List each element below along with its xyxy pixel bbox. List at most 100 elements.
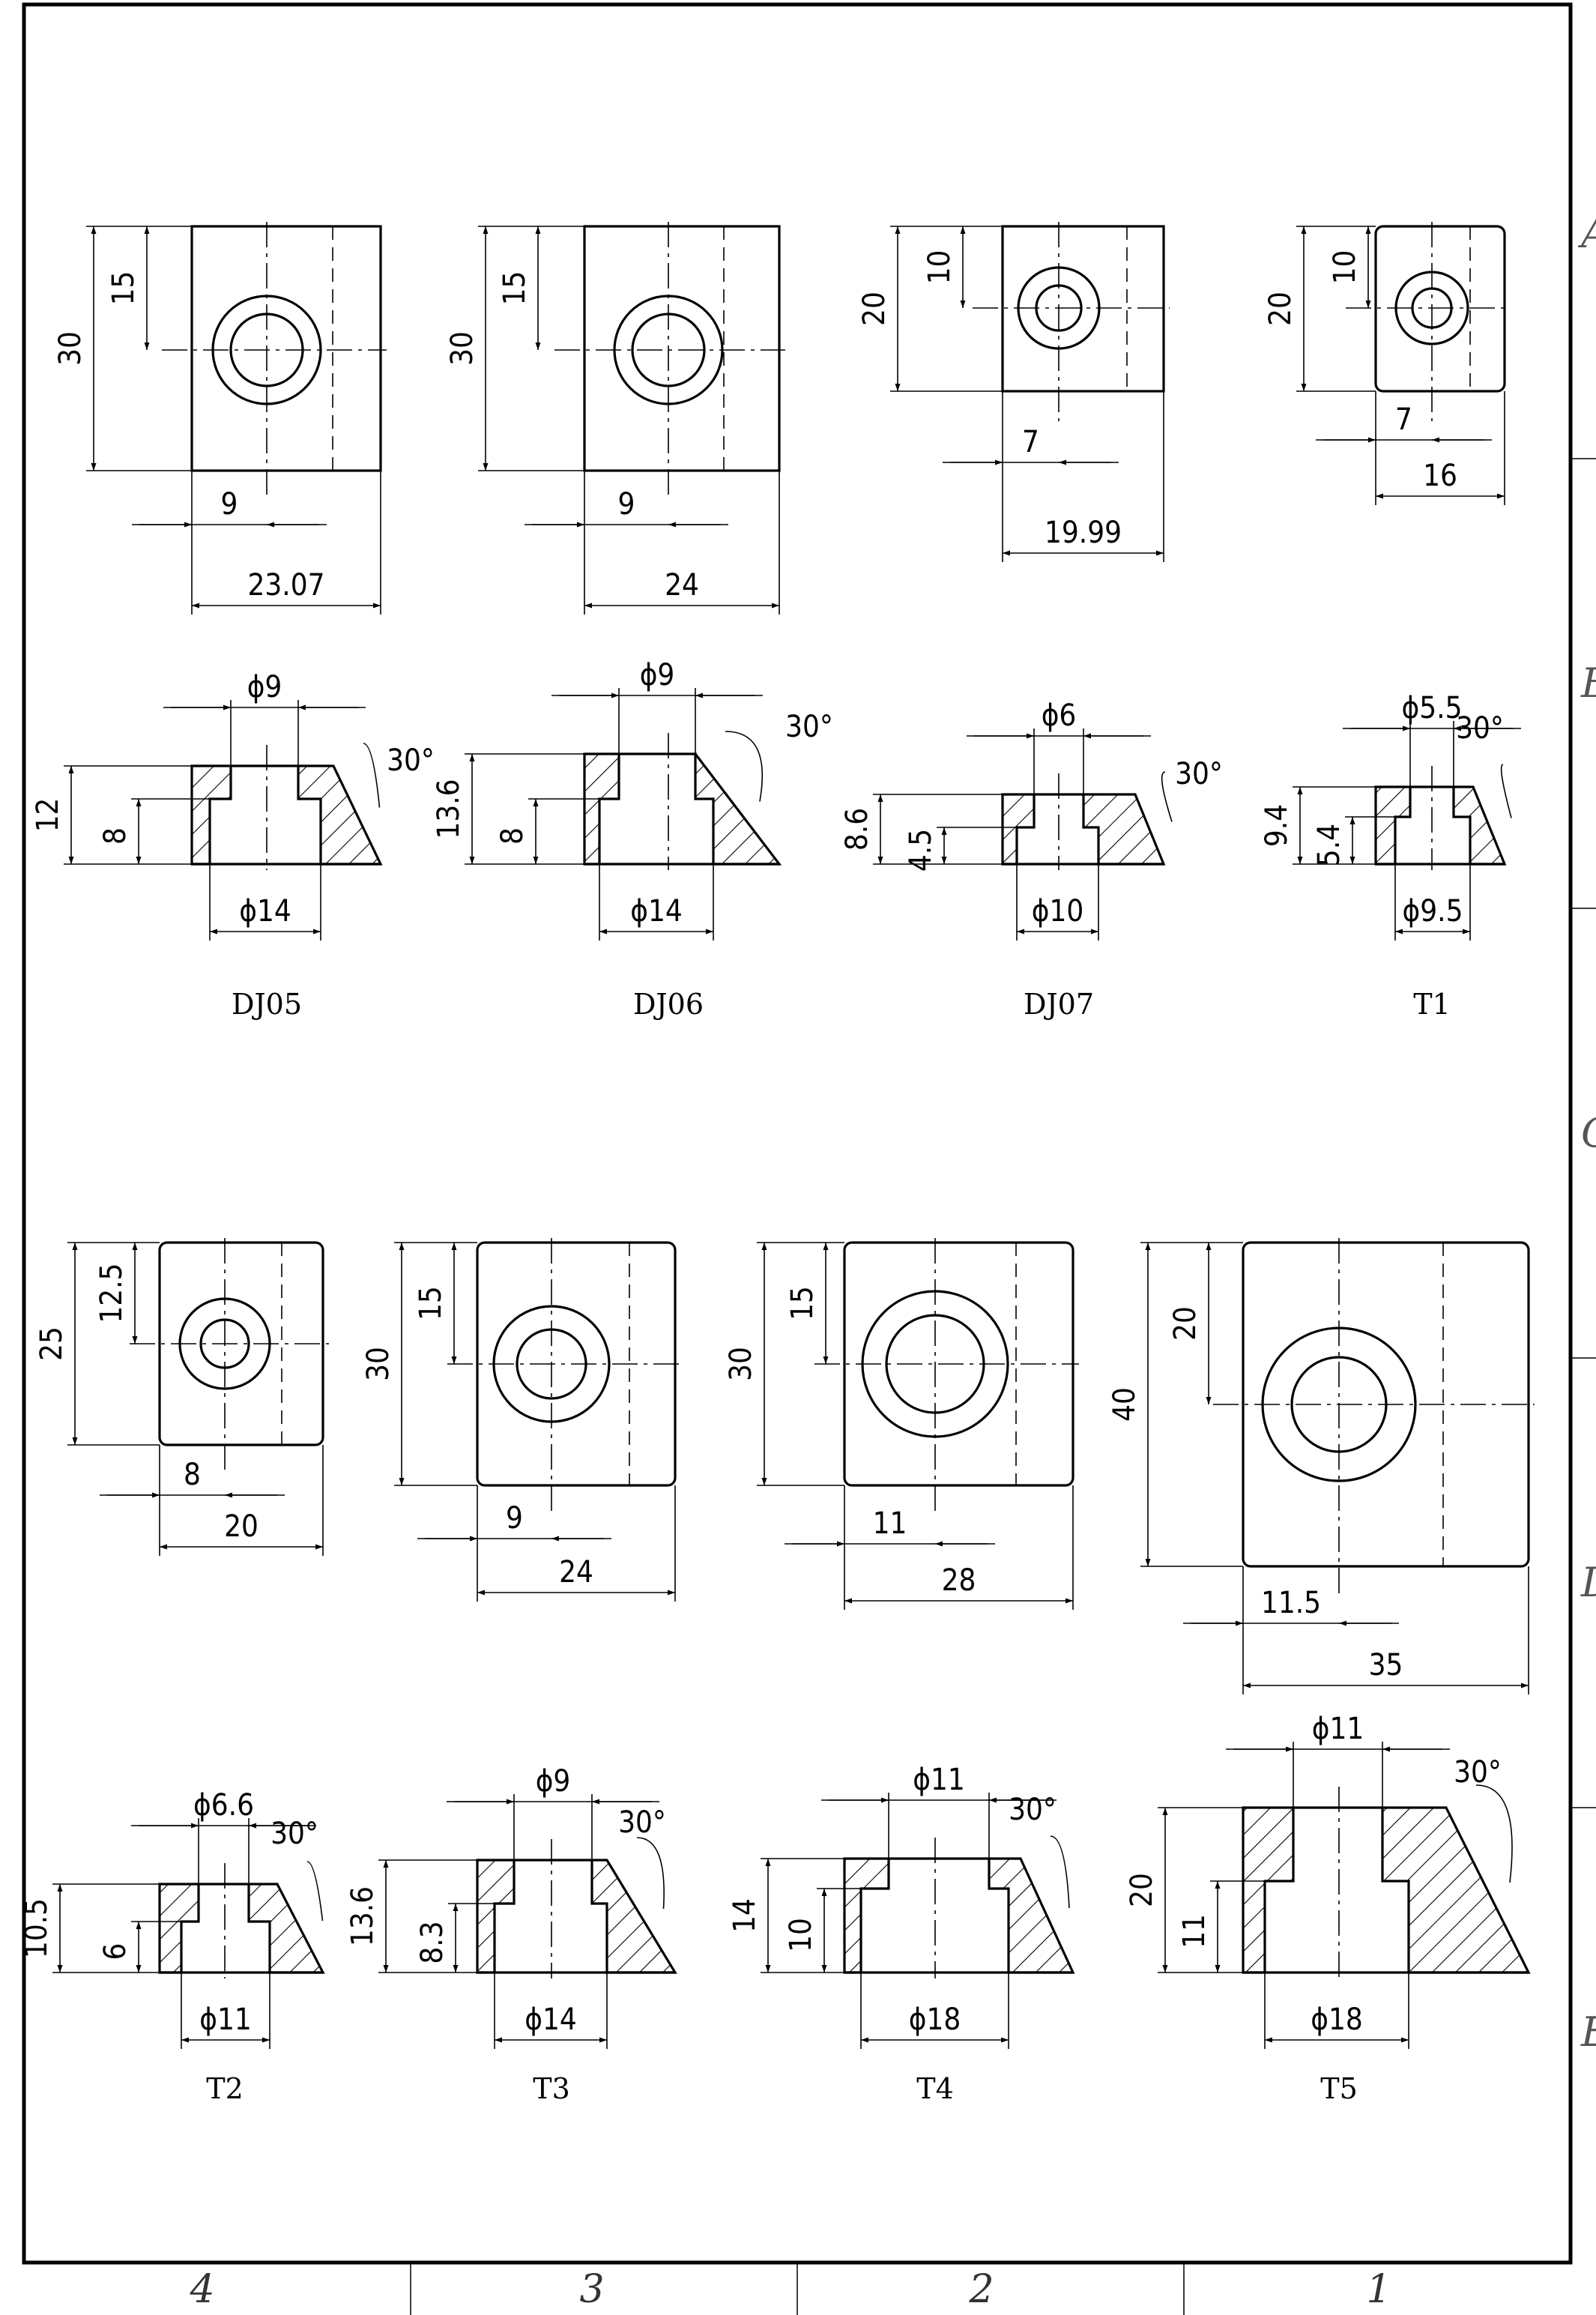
width-dim-text: 19.99 <box>1045 516 1122 550</box>
row-mark-b: B <box>1580 660 1596 707</box>
hole-x-dim-text: 9 <box>618 487 635 522</box>
angle-arc <box>1161 771 1173 822</box>
hole-x-dim-text: 9 <box>506 1501 523 1536</box>
top-dia-dim-text: ϕ11 <box>913 1763 965 1797</box>
width-dim-text: 24 <box>665 568 699 603</box>
width-dim-text: 35 <box>1369 1648 1403 1682</box>
bottom-dia-dim-text: ϕ14 <box>525 2002 577 2037</box>
bottom-dia-dim-text: ϕ18 <box>909 2002 961 2037</box>
hole-y-dim-text: 15 <box>498 271 532 306</box>
height-dim-text: 30 <box>53 331 88 366</box>
height-dim-text: 40 <box>1107 1387 1142 1422</box>
top-dia-dim-text: ϕ5.5 <box>1402 691 1463 725</box>
top-dia-dim-text: ϕ6.6 <box>193 1788 254 1823</box>
bottom-dia-dim-text: ϕ11 <box>199 2002 252 2037</box>
hatched-material <box>477 1860 675 1973</box>
angle-dim-text: 30° <box>1175 757 1223 791</box>
row-mark-c: C <box>1581 1109 1596 1156</box>
plan-outline <box>1001 225 1165 393</box>
angle-arc <box>725 731 763 802</box>
hole-x-dim-text: 9 <box>221 487 238 522</box>
zone-label-3: 3 <box>579 2267 604 2312</box>
hatched-material <box>584 754 779 864</box>
cb-height-dim-text: 8.3 <box>415 1921 450 1964</box>
bottom-zone-strip <box>410 2263 1185 2315</box>
top-dia-dim-text: ϕ9 <box>247 670 282 704</box>
height-dim-text: 30 <box>724 1347 758 1381</box>
top-dia-dim-text: ϕ11 <box>1312 1712 1364 1746</box>
part-label: DJ06 <box>633 988 704 1021</box>
total-height-dim-text: 13.6 <box>432 779 466 839</box>
total-height-dim-text: 13.6 <box>345 1886 380 1946</box>
cb-height-dim-text: 11 <box>1177 1914 1212 1949</box>
hatched-material <box>192 766 381 864</box>
cb-height-dim-text: 5.4 <box>1312 824 1346 866</box>
hole-y-dim-text: 10 <box>922 250 957 285</box>
part-label: T2 <box>206 2072 244 2105</box>
plan-outline <box>1242 1241 1530 1568</box>
hole-y-dim-text: 20 <box>1168 1306 1203 1341</box>
height-dim-text: 30 <box>445 331 480 366</box>
angle-dim-text: 30° <box>1009 1793 1057 1827</box>
width-dim-text: 16 <box>1423 459 1457 493</box>
total-height-dim-text: 9.4 <box>1260 804 1294 847</box>
row-mark-e: E <box>1580 2008 1596 2056</box>
angle-dim-text: 30° <box>618 1805 666 1840</box>
zone-label-2: 2 <box>968 2267 994 2312</box>
zone-label-1: 1 <box>1366 2267 1391 2312</box>
row-mark-d: D <box>1580 1559 1596 1606</box>
hatched-material <box>1003 794 1164 864</box>
width-dim-text: 28 <box>942 1563 976 1598</box>
hole-x-dim-text: 7 <box>1395 402 1412 437</box>
height-dim-text: 30 <box>361 1347 396 1381</box>
right-zone-ticks <box>1571 458 1596 1808</box>
plan-outline <box>1374 225 1506 393</box>
width-dim-text: 23.07 <box>248 568 325 603</box>
hole-x-dim-text: 11.5 <box>1261 1586 1321 1620</box>
total-height-dim-text: 20 <box>1125 1873 1159 1907</box>
angle-arc <box>306 1861 324 1922</box>
hole-y-dim-text: 15 <box>785 1286 820 1321</box>
part-label: T1 <box>1413 988 1451 1021</box>
angle-dim-text: 30° <box>270 1817 318 1851</box>
hatched-material <box>1376 787 1505 864</box>
hole-x-dim-text: 7 <box>1022 425 1039 459</box>
part-label: T5 <box>1320 2072 1358 2105</box>
angle-arc <box>636 1837 665 1910</box>
hole-y-dim-text: 15 <box>106 271 141 306</box>
part-label: T3 <box>533 2072 570 2105</box>
plan-outline <box>158 1241 324 1446</box>
hatched-material <box>1243 1808 1529 1973</box>
bottom-dia-dim-text: ϕ10 <box>1032 894 1084 929</box>
plan-view: 30 15 9 23.07 <box>53 222 387 615</box>
bottom-dia-dim-text: ϕ18 <box>1311 2002 1363 2037</box>
top-dia-dim-text: ϕ9 <box>640 658 675 692</box>
angle-arc <box>363 743 381 808</box>
plan-outline <box>583 225 781 472</box>
angle-arc <box>1050 1835 1070 1909</box>
part-label: T4 <box>916 2072 954 2105</box>
angle-arc <box>1475 1784 1513 1883</box>
height-dim-text: 20 <box>1263 292 1298 326</box>
width-dim-text: 24 <box>559 1555 593 1590</box>
total-height-dim-text: 12 <box>31 798 65 833</box>
